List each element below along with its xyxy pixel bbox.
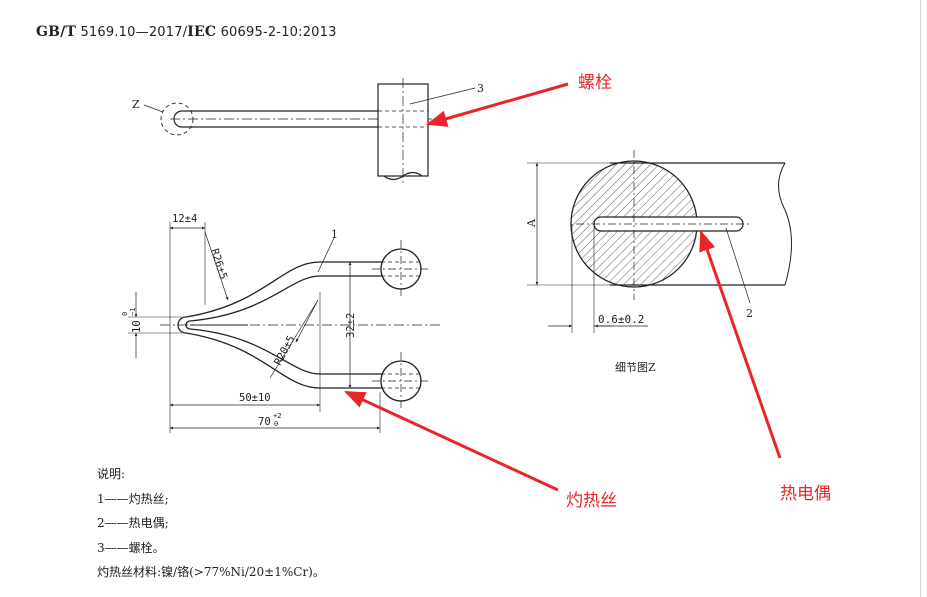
legend-item-1: 1——灼热丝; — [97, 491, 169, 506]
legend-item-2: 2——热电偶; — [97, 516, 169, 530]
z-marker-label: Z — [132, 98, 140, 111]
glow-wire-annotation: 灼热丝 — [566, 491, 617, 511]
standard-header: GB/T 5169.10—2017/IEC 60695-2-10:2013 — [36, 24, 337, 40]
dim-0-6-label: 0.6±0.2 — [598, 313, 644, 326]
detail-z-circle — [160, 102, 194, 136]
dim-r26-label: R26±5 — [208, 247, 229, 281]
dim-r20-label: R20±5 — [272, 334, 297, 368]
page-edge — [920, 0, 921, 597]
front-view — [128, 222, 440, 433]
dim-10-upper-tol: 0 — [121, 312, 129, 316]
standard-number: 5169.10—2017/ — [76, 25, 188, 40]
thermocouple-annotation: 热电偶 — [780, 484, 831, 504]
detail-caption: 细节图Z — [615, 361, 656, 374]
callout-1-label: 1 — [331, 228, 338, 241]
thermocouple-arrow — [699, 230, 782, 459]
dim-32-label: 32±2 — [345, 313, 357, 338]
glow-wire-rod-top — [173, 110, 378, 128]
dim-70-upper-tol: +2 — [273, 412, 281, 420]
dim-70-lower-tol: 0 — [274, 420, 278, 428]
dim-12-label: 12±4 — [172, 213, 197, 225]
iec-number: 60695-2-10:2013 — [216, 25, 337, 40]
callout-3-label: 3 — [477, 82, 484, 95]
top-view — [143, 78, 476, 184]
legend-material: 灼热丝材料:镍/铬(>77%Ni/20±1%Cr)。 — [97, 565, 325, 579]
bolt-arrow — [425, 82, 569, 127]
detail-z-view — [527, 150, 792, 333]
red-annotations — [344, 82, 782, 492]
dim-50-label: 50±10 — [239, 392, 271, 404]
dim-70-label: 70 — [258, 416, 271, 428]
legend-item-3: 3——螺栓。 — [97, 540, 165, 555]
dim-10-lower-tol: −1 — [129, 308, 137, 316]
iec-prefix: IEC — [187, 24, 217, 40]
glow-wire-arrow — [344, 390, 559, 492]
dim-10-label: 10 — [131, 320, 143, 333]
dim-a-label: A — [525, 218, 538, 228]
callout-2-label: 2 — [746, 307, 753, 320]
standard-prefix: GB/T — [36, 24, 77, 40]
legend-title: 说明: — [97, 467, 126, 481]
bolt-annotation: 螺栓 — [578, 73, 612, 93]
legend: 说明: 1——灼热丝; 2——热电偶; 3——螺栓。 灼热丝材料:镍/铬(>77… — [97, 462, 325, 585]
